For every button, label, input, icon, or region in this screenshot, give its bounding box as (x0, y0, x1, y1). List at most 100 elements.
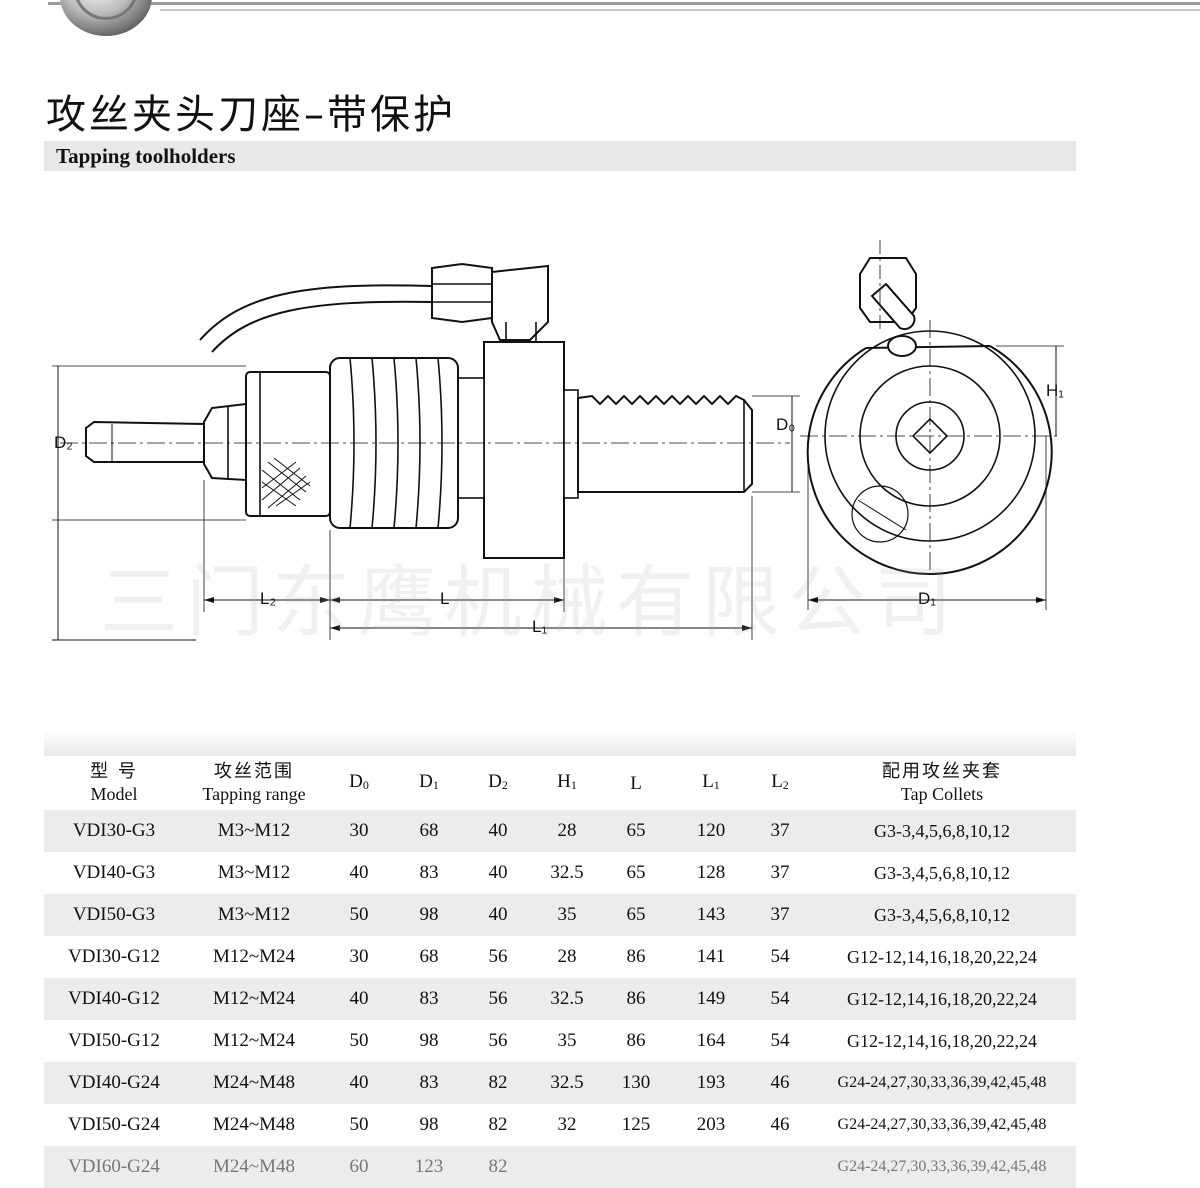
cell-l2: 37 (770, 862, 790, 883)
dim-label-l2: L₂ (260, 589, 276, 608)
cell-d1: 123 (394, 1146, 464, 1188)
cell-collets: G3-3,4,5,6,8,10,12 (808, 894, 1076, 936)
header-h1-letter: H (557, 770, 571, 792)
cell-l1 (670, 1146, 752, 1188)
dim-label-l1: L₁ (532, 617, 547, 636)
cell-d0: 30 (324, 810, 394, 852)
table-header-row: 型 号 Model 攻丝范围 Tapping range D0 D1 D2 H1… (44, 756, 1076, 810)
table-top-band (44, 730, 1076, 756)
header-d1-letter: D (419, 770, 433, 792)
cell-model: VDI40-G12 (44, 978, 184, 1020)
cell-collets: G24-24,27,30,33,36,39,42,45,48 (808, 1062, 1076, 1104)
page-title-english: Tapping toolholders (56, 144, 236, 168)
subtitle-bar: Tapping toolholders (44, 141, 1076, 171)
top-header-bar (0, 0, 1200, 14)
cell-l2: 46 (752, 1062, 808, 1104)
cell-l2: 37 (752, 894, 808, 936)
cell-l: 130 (602, 1062, 670, 1104)
cell-l: 65 (626, 862, 646, 883)
header-d2-letter: D (488, 770, 502, 792)
header-l2: L2 (752, 756, 808, 810)
cell-h1: 28 (557, 946, 577, 967)
cell-h1: 32.5 (550, 862, 584, 883)
cell-l1: 203 (696, 1114, 726, 1135)
cell-d2: 56 (488, 946, 508, 967)
page-title-chinese: 攻丝夹头刀座–带保护 (46, 92, 456, 138)
header-range-cn: 攻丝范围 (214, 761, 294, 782)
cell-d0: 50 (349, 1030, 369, 1051)
cell-h1: 32.5 (532, 978, 602, 1020)
cell-collets: G24-24,27,30,33,36,39,42,45,48 (808, 1146, 1076, 1188)
cell-l: 65 (602, 810, 670, 852)
header-l-text: L (630, 772, 642, 794)
cell-l2: 37 (752, 810, 808, 852)
header-d0: D0 (324, 756, 394, 810)
header-d1-subscript: 1 (432, 777, 439, 792)
header-l1: L1 (670, 756, 752, 810)
side-view (52, 262, 800, 641)
logo-sphere-icon (60, 0, 152, 36)
front-view (800, 240, 1064, 610)
cell-d2: 40 (464, 894, 532, 936)
cell-model: VDI50-G12 (68, 1030, 160, 1051)
header-d0-letter: D (349, 770, 363, 792)
cell-collets: G12-12,14,16,18,20,22,24 (808, 978, 1076, 1020)
cell-h1: 32.5 (532, 1062, 602, 1104)
cell-range: M3~M12 (184, 810, 324, 852)
cell-l2: 54 (770, 1030, 790, 1051)
cell-h1: 28 (532, 810, 602, 852)
header-rule-secondary (160, 9, 1200, 11)
cell-h1: 35 (532, 894, 602, 936)
cell-d2: 82 (464, 1062, 532, 1104)
cell-h1: 32 (557, 1114, 577, 1135)
cell-d1: 83 (419, 862, 439, 883)
cell-d1: 83 (394, 1062, 464, 1104)
cell-d2: 40 (488, 862, 508, 883)
header-h1-subscript: 1 (570, 777, 577, 792)
cell-l: 86 (626, 1030, 646, 1051)
cell-d2: 82 (464, 1146, 532, 1188)
cell-range: M12~M24 (212, 946, 296, 967)
header-l1-letter: L (702, 770, 714, 792)
cell-l (602, 1146, 670, 1188)
cell-l2: 54 (752, 978, 808, 1020)
header-d2: D2 (464, 756, 532, 810)
cell-d2: 56 (488, 1030, 508, 1051)
header-range-en: Tapping range (202, 784, 306, 804)
header-range: 攻丝范围 Tapping range (184, 756, 324, 810)
header-d2-subscript: 2 (501, 777, 508, 792)
cell-collets: G12-12,14,16,18,20,22,24 (847, 946, 1037, 967)
header-model-cn: 型 号 (90, 761, 138, 782)
cell-h1 (532, 1146, 602, 1188)
cell-l2 (752, 1146, 808, 1188)
cell-range: M12~M24 (212, 1030, 296, 1051)
cell-collets: G3-3,4,5,6,8,10,12 (808, 810, 1076, 852)
cell-d1: 68 (419, 946, 439, 967)
cell-d0: 30 (349, 946, 369, 967)
cell-model: VDI40-G24 (44, 1062, 184, 1104)
cell-range: M24~M48 (184, 1062, 324, 1104)
cell-l1: 164 (696, 1030, 726, 1051)
cell-d0: 50 (324, 894, 394, 936)
cell-d0: 40 (324, 978, 394, 1020)
header-model-en: Model (90, 784, 138, 804)
cell-d1: 68 (394, 810, 464, 852)
header-rule (48, 2, 1200, 5)
cell-model: VDI50-G3 (44, 894, 184, 936)
cell-range: M24~M48 (184, 1146, 324, 1188)
cell-d0: 60 (324, 1146, 394, 1188)
cell-l1: 141 (696, 946, 726, 967)
cell-l1: 143 (670, 894, 752, 936)
cell-l: 86 (626, 946, 646, 967)
spec-table: 型 号 Model 攻丝范围 Tapping range D0 D1 D2 H1… (44, 756, 1076, 1188)
cell-l1: 120 (670, 810, 752, 852)
cell-l: 86 (602, 978, 670, 1020)
cell-l: 125 (621, 1114, 651, 1135)
header-h1: H1 (532, 756, 602, 810)
cell-model: VDI60-G24 (44, 1146, 184, 1188)
cell-d2: 82 (488, 1114, 508, 1135)
cell-l2: 54 (770, 946, 790, 967)
